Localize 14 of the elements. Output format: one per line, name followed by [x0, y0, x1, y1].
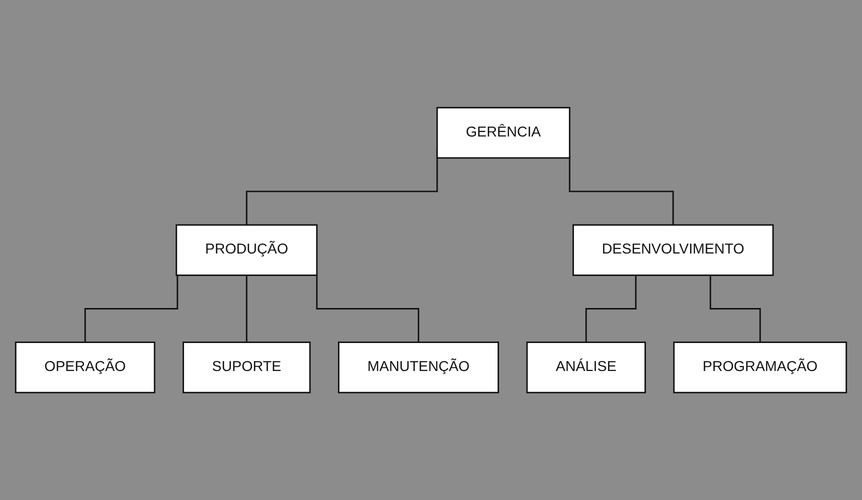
connector — [246, 275, 248, 343]
node-box: ANÁLISE — [526, 341, 646, 394]
node-box: PRODUÇÃO — [176, 224, 318, 276]
node-box: GERÊNCIA — [436, 106, 570, 159]
connector — [585, 275, 637, 343]
node-box: PROGRAMAÇÃO — [673, 341, 848, 394]
node-box: SUPORTE — [182, 341, 311, 394]
node-box: OPERAÇÃO — [14, 341, 156, 394]
connector — [316, 274, 420, 343]
node-box: DESENVOLVIMENTO — [572, 224, 774, 276]
node-box: MANUTENÇÃO — [338, 341, 500, 394]
connector — [710, 275, 761, 343]
connector — [84, 275, 178, 343]
connector — [568, 156, 674, 226]
